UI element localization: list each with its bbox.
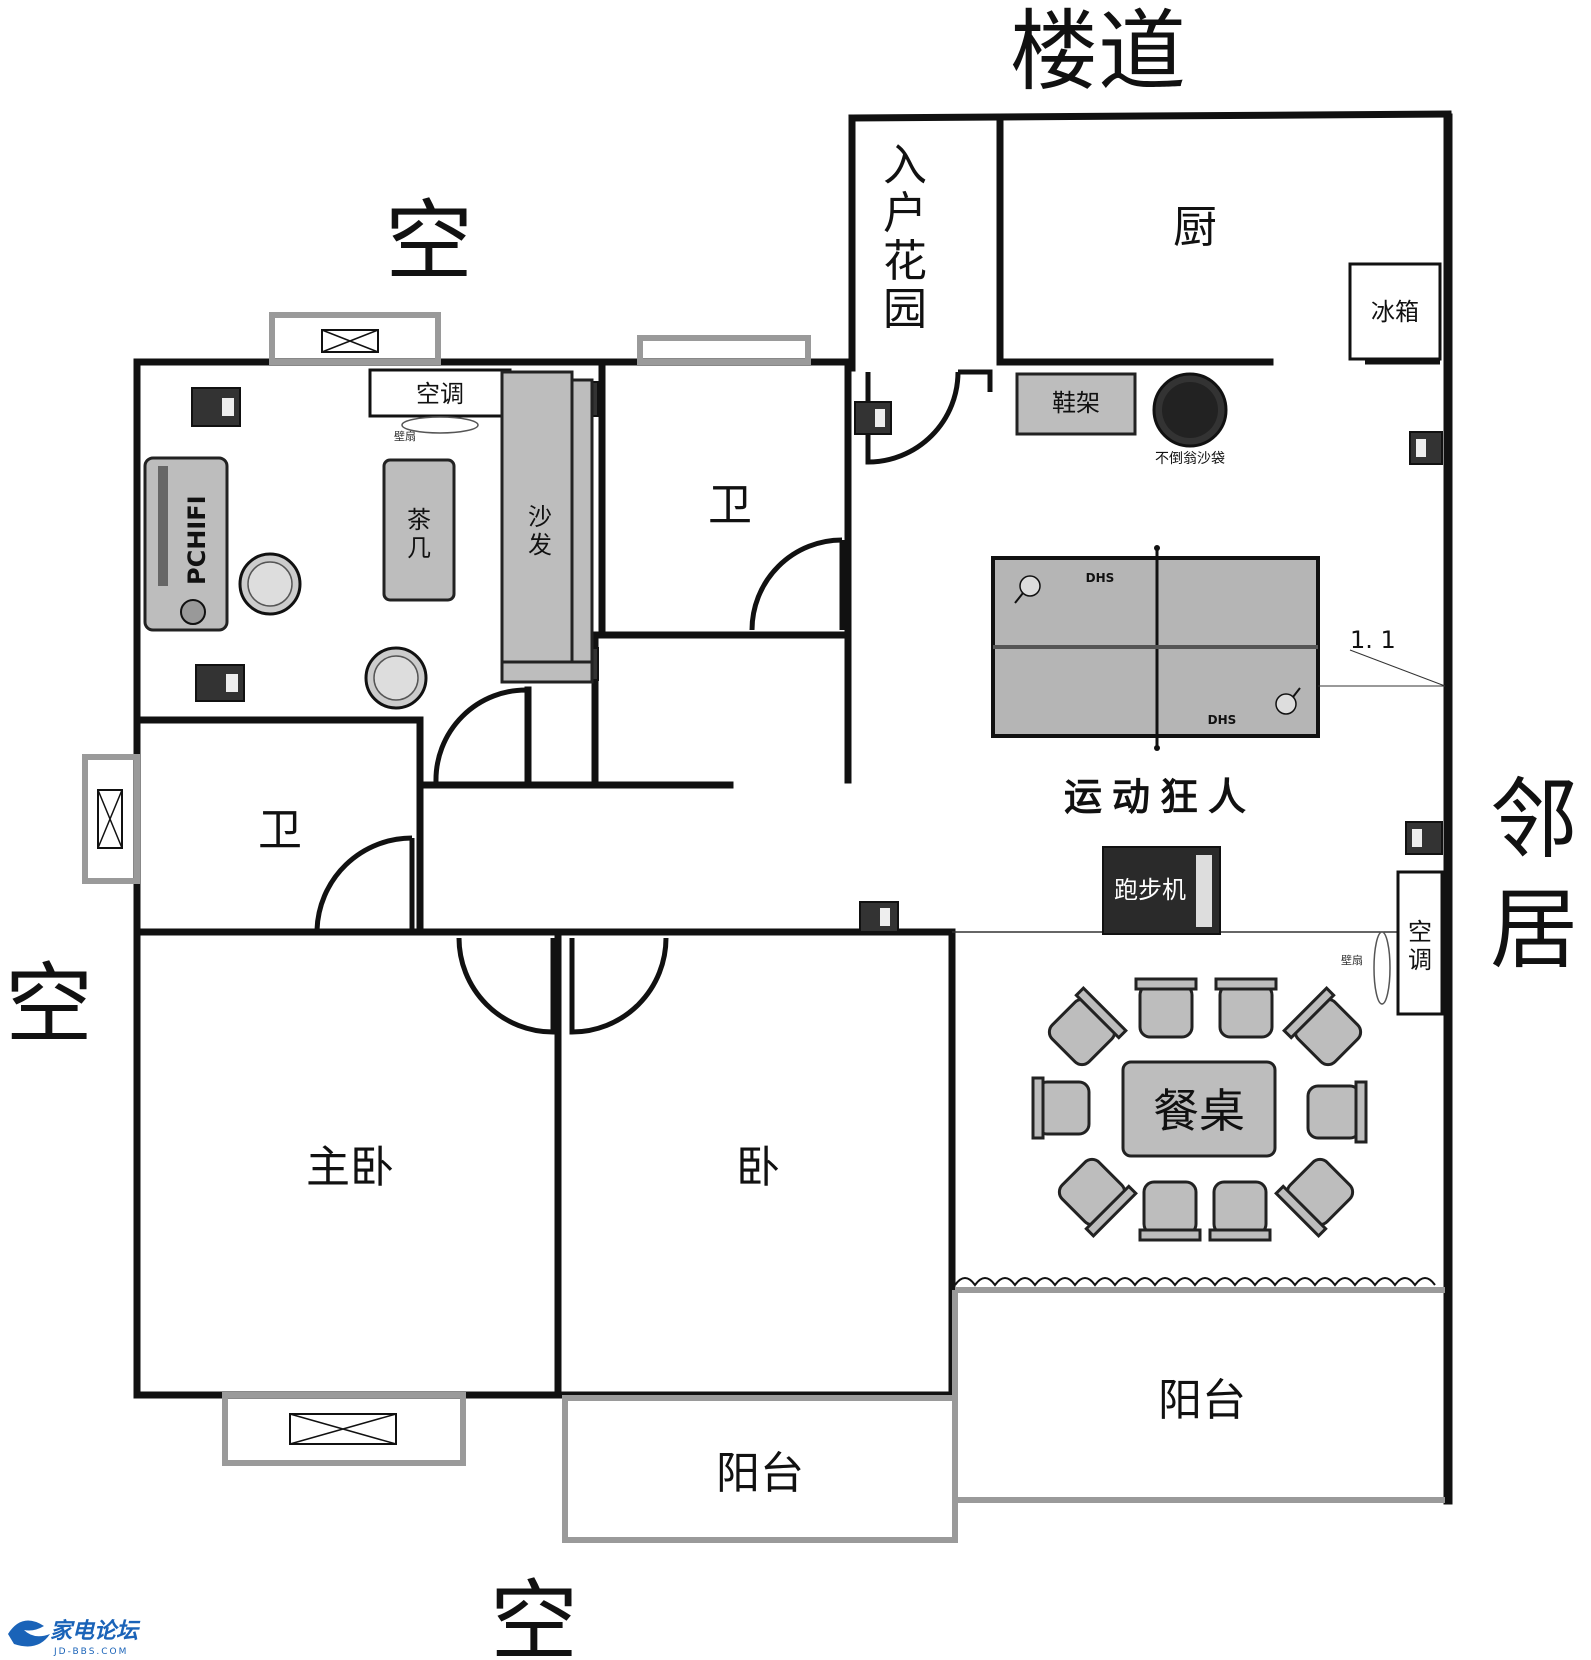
entry-door-jamb	[958, 369, 993, 392]
outer-wall-top	[848, 110, 1452, 122]
paddle-icon	[1275, 687, 1301, 715]
bottom-vent-cross	[289, 1413, 397, 1445]
left-vent-cross	[97, 789, 123, 849]
dining-table	[1121, 1060, 1277, 1158]
empty-left-label: 空	[5, 953, 93, 1056]
lower-bath-door	[314, 835, 415, 931]
air-conditioner-right	[1396, 870, 1444, 1016]
dining-table-label: 餐桌	[1153, 1084, 1245, 1138]
dhs-label-2: DHS	[1208, 713, 1237, 727]
logo-text: 家电论坛	[50, 1618, 141, 1644]
chair	[1031, 1076, 1091, 1140]
top-center-window	[637, 335, 811, 365]
top-left-vent-cross	[321, 329, 379, 353]
speaker-icon	[195, 664, 245, 702]
speaker-icon	[859, 901, 899, 933]
treadmill-label: 跑步机	[1114, 876, 1186, 904]
sofa-label-1: 沙	[528, 503, 552, 531]
sofa-label-2: 发	[528, 531, 552, 559]
dimension-label: 1. 1	[1350, 626, 1396, 654]
wall-fan-left-label: 壁扇	[394, 429, 416, 443]
speaker-icon	[1405, 821, 1443, 855]
lower-bath-walls	[133, 716, 424, 936]
ac-left-label: 空调	[416, 380, 464, 408]
sofa-back	[570, 378, 594, 672]
pchifi-rack	[158, 466, 168, 586]
chair	[1047, 986, 1128, 1067]
shoe-rack	[1015, 372, 1137, 436]
bedroom-label: 卧	[736, 1142, 780, 1193]
speaker-icon	[854, 401, 892, 435]
tea-table-label-1: 茶	[407, 506, 431, 534]
neighbor-label-2: 居	[1490, 878, 1578, 981]
chair	[1214, 977, 1278, 1039]
top-left-window	[269, 312, 441, 365]
balcony-center-label: 阳台	[716, 1448, 804, 1499]
empty-bottom-label: 空	[490, 1570, 578, 1660]
curtain	[954, 1277, 1436, 1287]
chair	[1138, 1180, 1202, 1242]
chair	[1274, 1157, 1355, 1238]
bottom-left-window	[222, 1392, 466, 1466]
sports-fan-label: 运动狂人	[1064, 774, 1256, 819]
beanbag-inner	[1162, 382, 1218, 438]
wall-fan-right-icon	[1373, 931, 1391, 1005]
chair	[1134, 977, 1198, 1039]
chair	[1057, 1157, 1138, 1238]
chair	[1306, 1080, 1368, 1144]
chair	[1282, 986, 1363, 1067]
wall-fan-left-icon	[401, 416, 479, 434]
lower-bath-label: 卫	[258, 805, 302, 856]
ac-right-label-2: 调	[1408, 946, 1432, 974]
kitchen-label: 厨	[1173, 202, 1217, 253]
stairway-label: 楼道	[1010, 0, 1186, 103]
master-bedroom-label: 主卧	[306, 1142, 394, 1193]
tea-table	[382, 458, 456, 602]
shoe-rack-label: 鞋架	[1052, 389, 1100, 417]
net-post	[1154, 545, 1160, 551]
upper-bath-door	[749, 537, 845, 631]
corridor-door	[433, 687, 531, 783]
ac-right-label-1: 空	[1408, 918, 1432, 946]
left-window	[82, 754, 140, 884]
net-post	[1154, 745, 1160, 751]
master-bedroom-door	[456, 937, 556, 1035]
entry-garden-label-2: 户	[883, 188, 927, 239]
fridge-label: 冰箱	[1371, 298, 1419, 326]
fridge	[1348, 262, 1442, 361]
sofa-arm	[500, 660, 594, 684]
beanbag-label: 不倒翁沙袋	[1155, 451, 1225, 467]
site-logo: 家电论坛 JD-BBS.COM	[8, 1618, 141, 1657]
sofa	[500, 370, 574, 684]
neighbor-label-1: 邻	[1490, 768, 1578, 871]
entry-door	[865, 371, 961, 465]
pchifi-label: PCHIFI	[183, 495, 211, 585]
treadmill-belt-end	[1196, 855, 1212, 927]
empty-top-label: 空	[385, 190, 473, 293]
pchifi-knob-icon	[180, 599, 206, 625]
balcony-right	[952, 1287, 1445, 1503]
bedroom-door	[569, 937, 669, 1035]
chair	[1208, 1180, 1272, 1242]
entry-garden-label-3: 花	[883, 236, 927, 287]
tea-table-label-2: 几	[407, 534, 431, 562]
dimension-leader	[1349, 649, 1446, 687]
logo-subtext: JD-BBS.COM	[53, 1647, 128, 1657]
entry-garden-label-1: 入	[883, 140, 927, 191]
stool-inner	[373, 655, 419, 701]
speaker-icon	[1409, 431, 1443, 465]
stool-inner	[247, 561, 293, 607]
wall-fan-right-label: 壁扇	[1341, 953, 1363, 967]
speaker-icon	[191, 387, 241, 427]
dhs-label-1: DHS	[1086, 571, 1115, 585]
balcony-right-label: 阳台	[1158, 1375, 1246, 1426]
logo-swoosh-icon	[8, 1620, 50, 1647]
entry-garden-label-4: 园	[883, 284, 927, 335]
paddle-icon	[1014, 575, 1041, 604]
upper-bath-label: 卫	[708, 480, 752, 531]
